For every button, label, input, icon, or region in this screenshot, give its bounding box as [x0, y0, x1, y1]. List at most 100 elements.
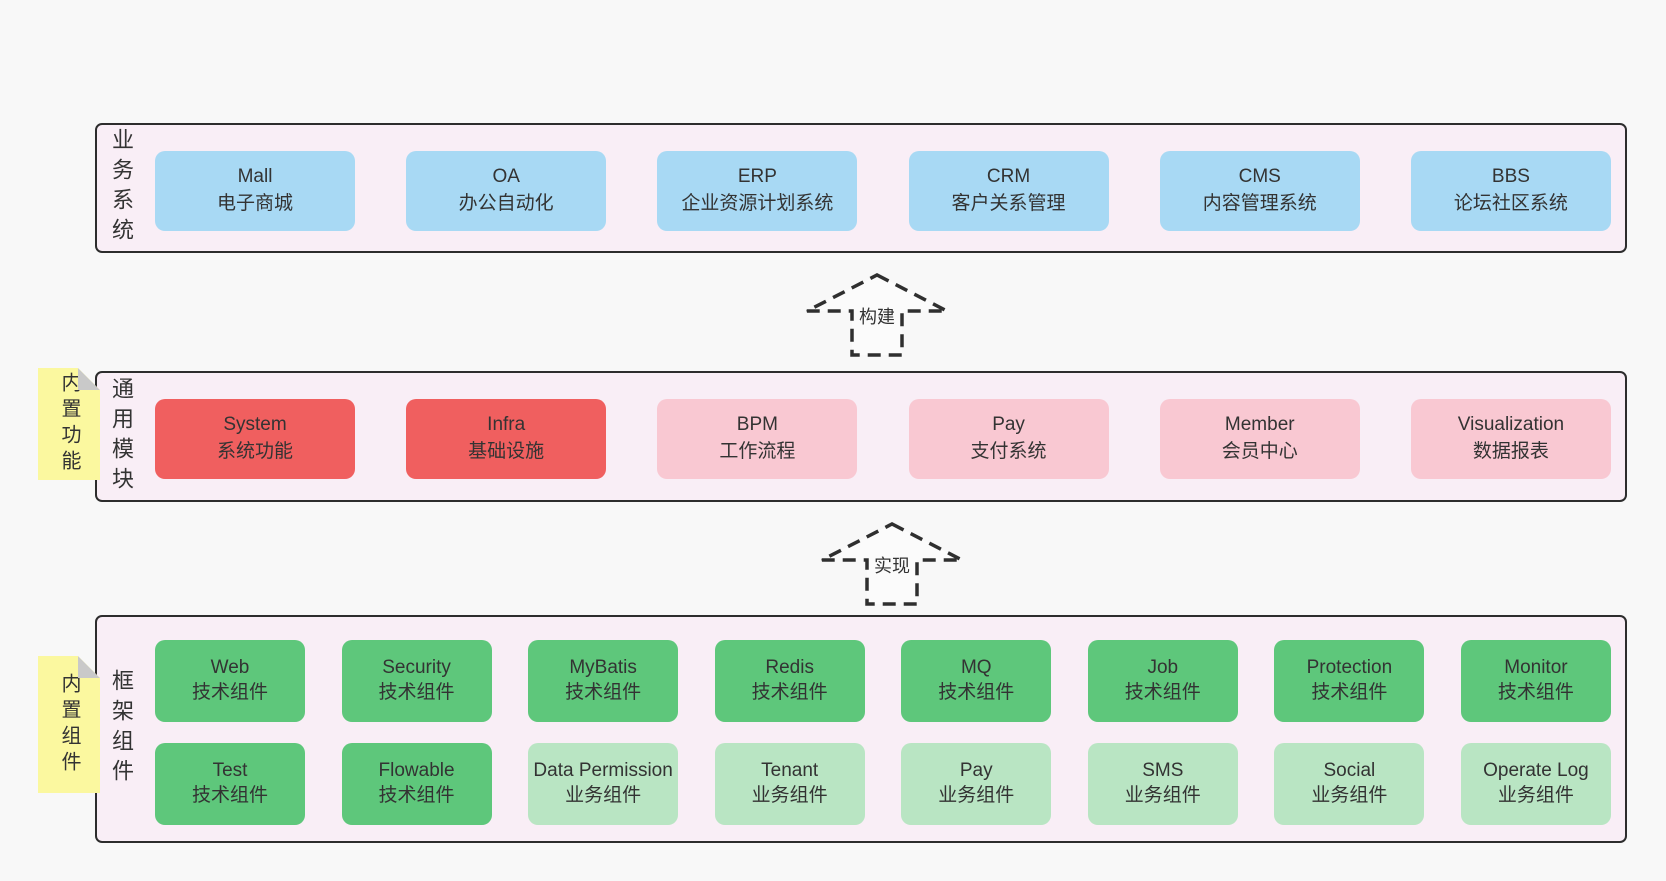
box-label-en: Member [1224, 414, 1295, 436]
box-label-zh: 电子商城 [216, 193, 293, 214]
box-label-en: BPM [736, 414, 778, 436]
box-label-en: Flowable [378, 760, 455, 782]
box-label-en: CMS [1238, 166, 1281, 188]
box-label-zh: 会员中心 [1221, 441, 1298, 462]
box-label-zh: 业务组件 [751, 785, 828, 806]
box-label-en: Job [1147, 657, 1179, 679]
box-label-en: Test [212, 760, 248, 782]
box-cms: CMS 内容管理系统 [1159, 151, 1360, 231]
box-oa: OA 办公自动化 [406, 151, 607, 231]
components-box-row-1: Web 技术组件 Security 技术组件 MyBatis 技术组件 Redi… [97, 640, 1625, 722]
box-operate-log: Operate Log 业务组件 [1460, 743, 1611, 825]
box-label-en: System [223, 414, 287, 436]
box-label-en: Tenant [761, 760, 819, 782]
box-label-en: Monitor [1504, 657, 1568, 679]
layer-label-modules: 通用模块 [109, 376, 134, 497]
box-tenant: Tenant 业务组件 [714, 743, 865, 825]
box-erp: ERP 企业资源计划系统 [657, 151, 858, 231]
sticky-label: 内置组件 [58, 672, 80, 777]
box-label-en: BBS [1491, 166, 1530, 188]
box-security: Security 技术组件 [341, 640, 492, 722]
layer-framework-components: 框架组件 Web 技术组件 Security 技术组件 MyBatis 技术组件… [95, 615, 1627, 843]
box-label-zh: 业务组件 [565, 785, 642, 806]
box-label-en: Data Permission [533, 760, 673, 782]
box-monitor: Monitor 技术组件 [1460, 640, 1611, 722]
layer-label-components: 框架组件 [109, 669, 134, 789]
box-bbs: BBS 论坛社区系统 [1410, 151, 1611, 231]
box-pay-module: Pay 支付系统 [908, 399, 1109, 479]
box-label-en: Protection [1306, 657, 1393, 679]
box-label-zh: 技术组件 [751, 682, 828, 703]
build-arrow: 构建 [802, 272, 952, 358]
box-label-zh: 技术组件 [378, 785, 455, 806]
box-job: Job 技术组件 [1087, 640, 1238, 722]
box-label-zh: 业务组件 [938, 785, 1015, 806]
box-label-zh: 工作流程 [719, 441, 796, 462]
box-label-zh: 客户关系管理 [951, 193, 1066, 214]
box-label-zh: 系统功能 [216, 441, 293, 462]
box-label-en: Web [210, 657, 250, 679]
layer-common-modules: 通用模块 System 系统功能 Infra 基础设施 BPM 工作流程 Pay… [95, 371, 1627, 502]
box-label-zh: 办公自动化 [458, 193, 554, 214]
box-label-en: CRM [986, 166, 1031, 188]
implement-arrow: 实现 [817, 521, 967, 607]
box-label-zh: 技术组件 [938, 682, 1015, 703]
box-label-zh: 业务组件 [1311, 785, 1388, 806]
box-label-en: SMS [1142, 760, 1184, 782]
box-label-zh: 业务组件 [1124, 785, 1201, 806]
box-label-zh: 技术组件 [1124, 682, 1201, 703]
box-label-en: Social [1323, 760, 1376, 782]
box-label-zh: 技术组件 [191, 682, 268, 703]
box-social: Social 业务组件 [1274, 743, 1425, 825]
box-pay-component: Pay 业务组件 [901, 743, 1052, 825]
layer-label-business: 业务系统 [109, 128, 134, 248]
box-label-en: Mall [237, 166, 273, 188]
box-label-en: Pay [959, 760, 993, 782]
box-test: Test 技术组件 [155, 743, 305, 825]
box-label-en: Operate Log [1483, 760, 1589, 782]
box-label-en: MQ [960, 657, 992, 679]
box-label-zh: 技术组件 [1497, 682, 1574, 703]
box-redis: Redis 技术组件 [714, 640, 865, 722]
box-label-en: ERP [737, 166, 777, 188]
box-label-zh: 内容管理系统 [1202, 193, 1317, 214]
sticky-note-builtin-functions: 内置功能 [38, 368, 100, 480]
modules-box-row: System 系统功能 Infra 基础设施 BPM 工作流程 Pay 支付系统… [97, 399, 1625, 479]
box-data-permission: Data Permission 业务组件 [528, 743, 679, 825]
box-member: Member 会员中心 [1159, 399, 1360, 479]
box-bpm: BPM 工作流程 [657, 399, 858, 479]
box-flowable: Flowable 技术组件 [341, 743, 492, 825]
box-label-zh: 技术组件 [191, 785, 268, 806]
box-label-en: Visualization [1457, 414, 1565, 436]
build-arrow-label: 构建 [855, 302, 899, 330]
business-box-row: Mall 电子商城 OA 办公自动化 ERP 企业资源计划系统 CRM 客户关系… [97, 151, 1625, 231]
box-label-en: MyBatis [569, 657, 637, 679]
box-infra: Infra 基础设施 [406, 399, 607, 479]
implement-arrow-label: 实现 [870, 551, 914, 579]
box-label-en: OA [492, 166, 520, 188]
box-label-zh: 技术组件 [565, 682, 642, 703]
box-label-zh: 支付系统 [970, 441, 1047, 462]
box-web: Web 技术组件 [155, 640, 305, 722]
box-label-zh: 论坛社区系统 [1453, 193, 1568, 214]
box-visualization: Visualization 数据报表 [1410, 399, 1611, 479]
box-system: System 系统功能 [155, 399, 355, 479]
components-box-row-2: Test 技术组件 Flowable 技术组件 Data Permission … [97, 743, 1625, 825]
box-label-zh: 企业资源计划系统 [681, 193, 834, 214]
box-mall: Mall 电子商城 [155, 151, 355, 231]
box-label-en: Pay [992, 414, 1025, 436]
sticky-note-builtin-components: 内置组件 [38, 656, 100, 793]
box-label-zh: 技术组件 [1311, 682, 1388, 703]
layer-business-systems: 业务系统 Mall 电子商城 OA 办公自动化 ERP 企业资源计划系统 CRM… [95, 123, 1627, 253]
box-label-en: Security [382, 657, 451, 679]
box-label-zh: 技术组件 [378, 682, 455, 703]
box-mybatis: MyBatis 技术组件 [528, 640, 679, 722]
box-label-zh: 数据报表 [1472, 441, 1549, 462]
box-label-zh: 基础设施 [468, 441, 545, 462]
box-protection: Protection 技术组件 [1274, 640, 1425, 722]
box-label-en: Infra [487, 414, 526, 436]
box-crm: CRM 客户关系管理 [908, 151, 1109, 231]
box-label-zh: 业务组件 [1497, 785, 1574, 806]
box-sms: SMS 业务组件 [1087, 743, 1238, 825]
